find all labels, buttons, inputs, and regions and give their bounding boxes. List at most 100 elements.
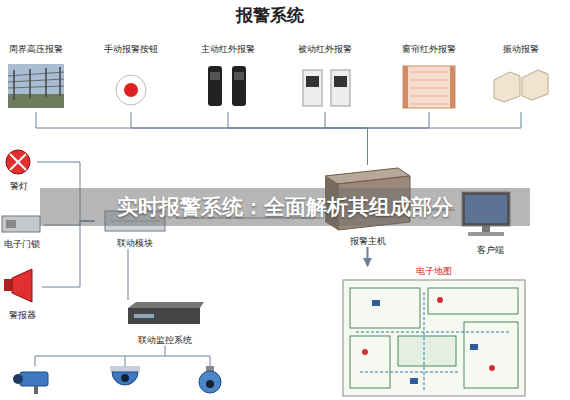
curtain-infrared-part [410, 80, 448, 81]
device-node: 手动报警按钮 [100, 44, 162, 112]
vibration-sensor-part [494, 72, 520, 102]
camera-wires-part [35, 356, 36, 366]
device-label: 主动红外报警 [201, 44, 255, 55]
dvr-recorder-part [134, 314, 154, 318]
electronic-map-part [470, 344, 478, 350]
device-label: 联动模块 [117, 238, 153, 249]
vibration-sensor [494, 70, 548, 102]
device-label: 警报器 [9, 310, 36, 321]
connector-line [367, 247, 369, 266]
device-label: 联动监控系统 [138, 335, 192, 346]
active-infrared-part [210, 72, 220, 80]
dome-camera-part [110, 366, 140, 372]
camera-wires-part [125, 356, 126, 366]
dome-camera [110, 366, 140, 385]
dome-camera-part [112, 372, 138, 385]
electronic-map-part [372, 300, 380, 306]
alarm-light-part [10, 154, 26, 170]
connector-line [131, 112, 368, 165]
device-node: 窗帘红外报警 [398, 44, 460, 112]
curtain-infrared [403, 66, 455, 108]
curtain-infrared-part [450, 66, 455, 108]
dvr-recorder-part [128, 302, 204, 308]
siren [4, 269, 32, 302]
dvr-recorder [128, 302, 204, 324]
device-node: 电子门锁 [0, 210, 44, 250]
curtain-infrared-part [410, 104, 448, 105]
fence-photo-part [59, 67, 61, 96]
device-label: 电子地图 [416, 266, 452, 277]
active-infrared [208, 66, 246, 106]
passive-infrared-part [303, 70, 322, 106]
device-node: 电子地图 [340, 266, 528, 398]
alarm-light-part [6, 150, 30, 174]
alarm-light [6, 150, 30, 174]
passive-infrared [303, 70, 350, 106]
fence-photo-part [29, 69, 31, 98]
ptz-camera [199, 366, 221, 393]
electronic-map-part [362, 349, 368, 355]
device-node: 主动红外报警 [197, 44, 259, 112]
alarm-button [116, 75, 146, 105]
fence-photo-part [8, 72, 64, 76]
siren-part [4, 279, 12, 291]
curtain-infrared-part [403, 66, 408, 108]
camera-wires-part [35, 356, 210, 357]
box-camera-part [20, 372, 48, 386]
electronic-map-part [343, 280, 525, 396]
connector-line [368, 112, 430, 165]
electronic-map-part [356, 292, 510, 390]
device-label: 客户端 [477, 245, 504, 256]
fence-photo-part [8, 94, 64, 108]
electronic-map [343, 280, 525, 396]
alarm-light-part [10, 154, 26, 170]
client-computer-part [482, 226, 490, 232]
camera-wires [35, 346, 210, 366]
device-node: 被动红外报警 [294, 44, 356, 112]
fence-photo-part [13, 70, 15, 100]
active-infrared-part [208, 66, 222, 106]
device-label: 手动报警按钮 [104, 44, 158, 55]
overlay-banner: 实时报警系统：全面解析其组成部分 [40, 188, 530, 226]
device-label: 警灯 [10, 181, 28, 192]
electronic-map-part [437, 297, 443, 303]
device-label: 电子门锁 [4, 239, 40, 250]
curtain-infrared-part [410, 88, 448, 89]
device-label: 周界高压报警 [9, 44, 63, 55]
door-lock-part [6, 220, 16, 228]
ptz-camera-part [199, 371, 221, 393]
passive-infrared-part [306, 76, 319, 87]
alarm-button-part [116, 75, 146, 105]
connector-line [128, 249, 129, 300]
connector-line [36, 112, 368, 165]
door-lock [2, 216, 40, 232]
electronic-map-part [489, 365, 495, 371]
box-camera [13, 372, 48, 394]
device-label: 振动报警 [503, 44, 539, 55]
electronic-map-part [350, 336, 390, 388]
device-node: 周界高压报警 [5, 44, 67, 112]
electronic-map-part [350, 288, 420, 328]
connector-line [368, 112, 522, 165]
camera-wires-part [165, 346, 166, 356]
curtain-infrared-part [403, 66, 455, 108]
client-computer-part [468, 232, 504, 236]
device-node: 警报器 [2, 266, 42, 321]
fence-photo-part [8, 64, 64, 108]
passive-infrared-part [334, 76, 347, 87]
device-label: 被动红外报警 [298, 44, 352, 55]
dome-camera-part [121, 374, 129, 382]
device-node: 警灯 [1, 148, 37, 192]
door-lock-part [2, 216, 40, 232]
electronic-map-part [410, 378, 418, 384]
connector-line [325, 112, 368, 165]
alarm-button-part [124, 83, 138, 97]
curtain-infrared-part [410, 72, 448, 73]
device-node: 振动报警 [491, 44, 551, 112]
fence-photo-part [8, 79, 64, 82]
passive-infrared-part [331, 70, 350, 106]
diagram-title: 报警系统 [200, 4, 340, 27]
electronic-map-part [398, 336, 456, 366]
connector-line [228, 112, 368, 165]
